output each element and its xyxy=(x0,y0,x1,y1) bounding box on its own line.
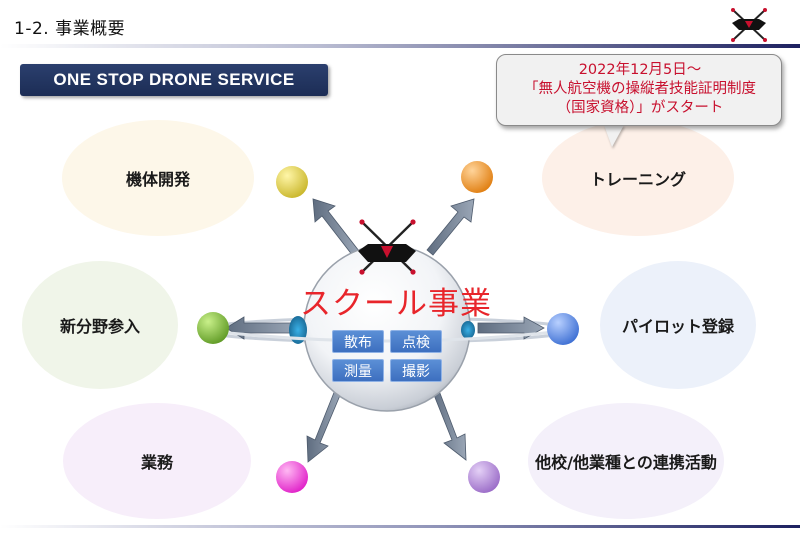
service-box-1: 点検 xyxy=(390,330,442,353)
service-box-3: 撮影 xyxy=(390,359,442,382)
node-ellipse-5 xyxy=(528,403,724,519)
callout-tail xyxy=(604,125,624,147)
arrow-up-left xyxy=(312,198,360,257)
callout-line-1: 「無人航空機の操縦者技能証明制度 xyxy=(524,81,756,97)
header-divider xyxy=(0,44,800,48)
node-ellipse-0 xyxy=(62,120,254,236)
center-sphere xyxy=(303,244,471,412)
node-ellipse-2 xyxy=(22,261,178,389)
service-banner: ONE STOP DRONE SERVICE xyxy=(20,64,328,96)
footer-divider xyxy=(0,525,800,528)
dsa-logo-icon xyxy=(731,8,767,42)
arrow-down-right xyxy=(431,387,467,461)
node-label-2: 新分野参入 xyxy=(59,317,140,336)
node-ball-5 xyxy=(468,461,500,493)
center-label: スクール事業 xyxy=(300,285,492,322)
node-ball-3 xyxy=(547,313,579,345)
callout-line-2: （国家資格）」がスタート xyxy=(556,100,724,116)
arrow-down-left xyxy=(306,389,342,463)
center-logo-icon xyxy=(358,219,416,275)
page-title: 1-2. 事業概要 xyxy=(14,19,126,39)
node-ellipse-3 xyxy=(600,261,756,389)
node-ball-0 xyxy=(276,166,308,198)
node-label-1: トレーニング xyxy=(589,170,686,189)
node-label-5: 他校/他業種との連携活動 xyxy=(535,453,717,472)
node-ellipse-4 xyxy=(63,403,251,519)
node-ellipse-1 xyxy=(542,120,734,236)
node-ball-2 xyxy=(197,312,229,344)
node-ball-4 xyxy=(276,461,308,493)
node-label-0: 機体開発 xyxy=(125,170,190,189)
announcement-callout: 2022年12月5日～ 「無人航空機の操縦者技能証明制度 （国家資格）」がスター… xyxy=(496,54,782,126)
service-box-0: 散布 xyxy=(332,330,384,353)
node-ball-1 xyxy=(461,161,493,193)
node-label-4: 業務 xyxy=(140,453,173,472)
service-box-2: 測量 xyxy=(332,359,384,382)
node-label-3: パイロット登録 xyxy=(621,317,734,336)
callout-line-0: 2022年12月5日～ xyxy=(578,62,702,78)
arrow-up-right xyxy=(426,198,475,256)
